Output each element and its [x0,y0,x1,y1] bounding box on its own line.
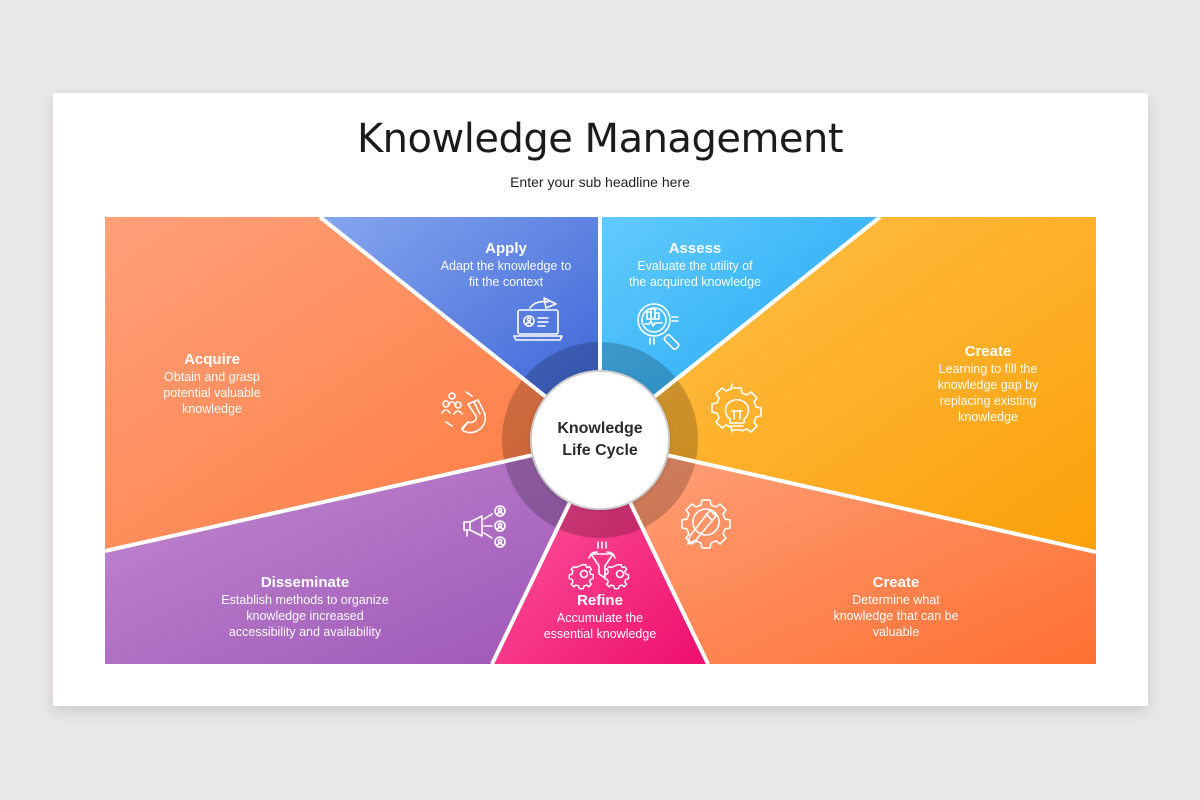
segment-refine [492,440,708,664]
segment-assess-text: Assess Evaluate the utility of the acqui… [605,240,785,290]
laptop-profile-send-icon [512,296,564,344]
segment-apply-text: Apply Adapt the knowledge to fit the con… [416,240,596,290]
segment-apply-desc-1: Adapt the knowledge to [440,259,572,273]
segment-disseminate-title: Disseminate [260,574,350,591]
segment-assess-title: Assess [668,240,722,257]
segment-acquire-desc-3: knowledge [182,402,242,416]
segment-refine-title: Refine [577,592,623,609]
segment-refine-text: Refine Accumulate the essential knowledg… [525,592,675,642]
segment-disseminate-desc-2: knowledge increased [246,609,364,623]
segment-create-bottom [600,440,1096,664]
segment-acquire-desc-2: potential valuable [163,386,261,400]
segment-create-bottom-text: Create Determine what knowledge that can… [806,574,986,640]
center-label-line2: Life Cycle [562,442,638,459]
segment-create-bottom-desc-3: valuable [872,625,920,639]
segment-acquire-desc-1: Obtain and grasp [164,370,260,384]
segment-refine-desc-2: essential knowledge [543,627,657,641]
funnel-gears-icon [568,540,631,590]
gear-lightbulb-icon [711,383,762,436]
center-label: Knowledge Life Cycle [530,418,670,462]
center-circle [530,370,670,510]
segment-assess-desc-2: the acquired knowledge [628,275,762,289]
segment-refine-desc-1: Accumulate the [556,611,644,625]
segment-create-top-title: Create [964,343,1012,360]
segment-apply-desc-2: fit the context [468,275,544,289]
segment-disseminate [105,440,600,664]
segment-create-bottom-desc-1: Determine what [852,593,940,607]
segment-create-top [600,217,1096,552]
segment-assess-desc-1: Evaluate the utility of [637,259,753,273]
segment-disseminate-desc-1: Establish methods to organize [221,593,389,607]
magnet-people-icon [438,388,494,444]
magnifier-chart-icon [634,300,688,354]
segment-create-top-desc-3: replacing existing [939,394,1037,408]
segment-create-top-text: Create Learning to fill the knowledge ga… [908,343,1068,425]
segment-create-top-desc-4: knowledge [958,410,1018,424]
page-subtitle: Enter your sub headline here [510,174,690,190]
center-label-line1: Knowledge [557,420,643,437]
segment-create-top-desc-2: knowledge gap by [937,378,1039,392]
page-title: Knowledge Management [356,116,844,162]
segment-create-bottom-title: Create [872,574,920,591]
gear-pencil-icon [680,498,732,550]
megaphone-users-icon [462,504,510,552]
segment-acquire-text: Acquire Obtain and grasp potential valua… [132,351,292,417]
segment-apply-title: Apply [485,240,527,257]
segment-create-bottom-desc-2: knowledge that can be [833,609,959,623]
segment-acquire-title: Acquire [184,351,240,368]
segment-disseminate-desc-3: accessibility and availability [228,625,382,639]
segment-create-top-desc-1: Learning to fill the [938,362,1038,376]
segment-disseminate-text: Disseminate Establish methods to organiz… [195,574,415,640]
